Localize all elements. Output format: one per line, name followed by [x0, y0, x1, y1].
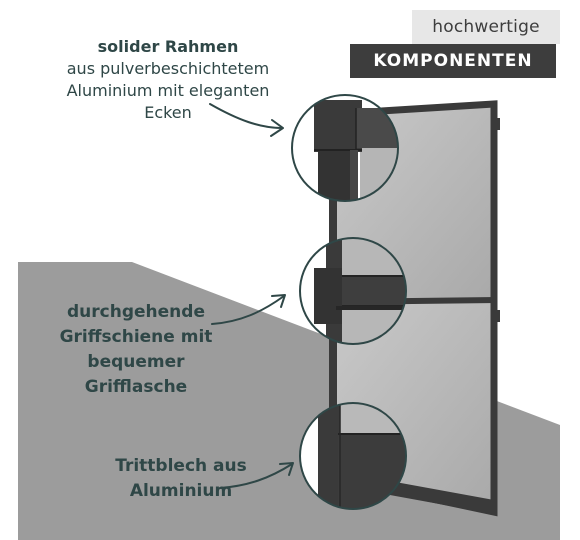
- callout-frame-line-3: Aluminium mit eleganten: [66, 81, 270, 100]
- callout-kickplate: Trittblech aus Aluminium: [76, 454, 286, 504]
- arrow-handle: [211, 294, 286, 325]
- hinge-top: [494, 118, 500, 130]
- callout-handle-line-4: Grifflasche: [84, 377, 188, 397]
- badge-top: hochwertige: [412, 10, 560, 44]
- zoom-circle-corner: [291, 94, 399, 202]
- callout-kickplate-line-1: Trittblech aus: [115, 456, 247, 476]
- callout-frame-line-4: Ecken: [144, 103, 192, 122]
- arrow-frame: [209, 103, 284, 137]
- callout-handle-line-2: Griffschiene mit: [59, 327, 213, 347]
- zoom-circle-handle: [299, 237, 407, 345]
- callout-kickplate-line-2: Aluminium: [129, 481, 233, 501]
- arrow-kickplate: [219, 462, 294, 489]
- badge-bottom: KOMPONENTEN: [350, 44, 556, 78]
- callout-handle: durchgehende Griffschiene mit bequemer G…: [36, 300, 236, 400]
- callout-handle-line-3: bequemer: [87, 352, 185, 372]
- callout-frame-line-2: aus pulverbeschichtetem: [66, 59, 270, 78]
- callout-frame: solider Rahmen aus pulverbeschichtetem A…: [28, 36, 308, 124]
- callout-handle-line-1: durchgehende: [67, 302, 205, 322]
- callout-frame-line-1: solider Rahmen: [97, 37, 239, 56]
- hinge-bottom: [494, 310, 500, 322]
